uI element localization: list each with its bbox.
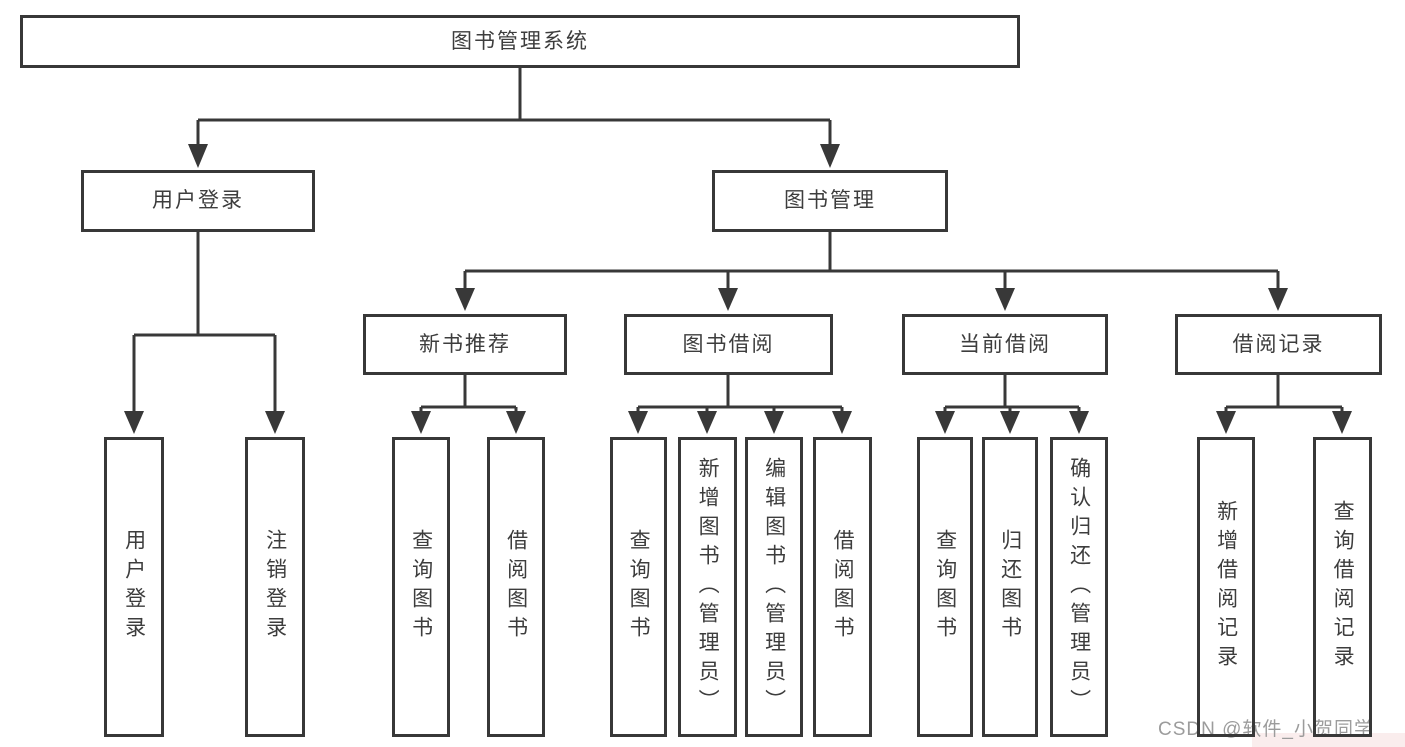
node-label: 图书借阅 [682,332,775,356]
node-label: 查询图书 [627,529,651,645]
node-label: 借阅记录 [1232,332,1325,356]
node-label: 借阅图书 [831,529,855,645]
node-new-book-recommend: 新书推荐 [363,314,567,375]
node-current-borrowing: 当前借阅 [902,314,1108,375]
tree-arrowheads [124,144,1352,434]
node-label: 注销登录 [263,529,287,645]
node-book-borrowing: 图书借阅 [624,314,833,375]
leaf-return-books: 归还图书 [982,437,1038,737]
node-label: 当前借阅 [959,332,1051,356]
tree-bus-lines [134,68,1342,409]
node-label: 用户登录 [122,529,146,645]
leaf-query-books-borrowing: 查询图书 [610,437,667,737]
leaf-query-books-current: 查询图书 [917,437,973,737]
node-label: 图书管理 [784,189,876,213]
node-book-management: 图书管理 [712,170,948,232]
node-label: 借阅图书 [504,529,528,645]
leaf-borrow-books-borrowing: 借阅图书 [813,437,872,737]
node-library-management-system: 图书管理系统 [20,15,1020,68]
node-label: 查询图书 [933,529,957,645]
node-label: 新书推荐 [419,332,511,356]
leaf-logout: 注销登录 [245,437,305,737]
leaf-query-books-recommend: 查询图书 [392,437,450,737]
node-label: 新增图书（管理员） [696,456,720,718]
csdn-watermark: CSDN @软件_小贺同学 [1158,719,1374,740]
node-label: 查询借阅记录 [1331,500,1355,674]
leaf-add-borrow-record: 新增借阅记录 [1197,437,1255,737]
leaf-query-borrow-record: 查询借阅记录 [1313,437,1372,737]
leaf-add-book-admin: 新增图书（管理员） [678,437,737,737]
node-label: 编辑图书（管理员） [762,456,786,718]
leaf-edit-book-admin: 编辑图书（管理员） [745,437,803,737]
node-label: 新增借阅记录 [1214,500,1238,674]
leaf-borrow-books-recommend: 借阅图书 [487,437,545,737]
leaf-user-login: 用户登录 [104,437,164,737]
node-borrowing-records: 借阅记录 [1175,314,1382,375]
node-label: 归还图书 [998,529,1022,645]
node-label: 图书管理系统 [451,29,589,53]
node-label: 用户登录 [152,189,244,213]
node-label: 确认归还（管理员） [1067,456,1091,718]
node-user-login: 用户登录 [81,170,315,232]
node-label: 查询图书 [409,529,433,645]
leaf-confirm-return-admin: 确认归还（管理员） [1050,437,1108,737]
